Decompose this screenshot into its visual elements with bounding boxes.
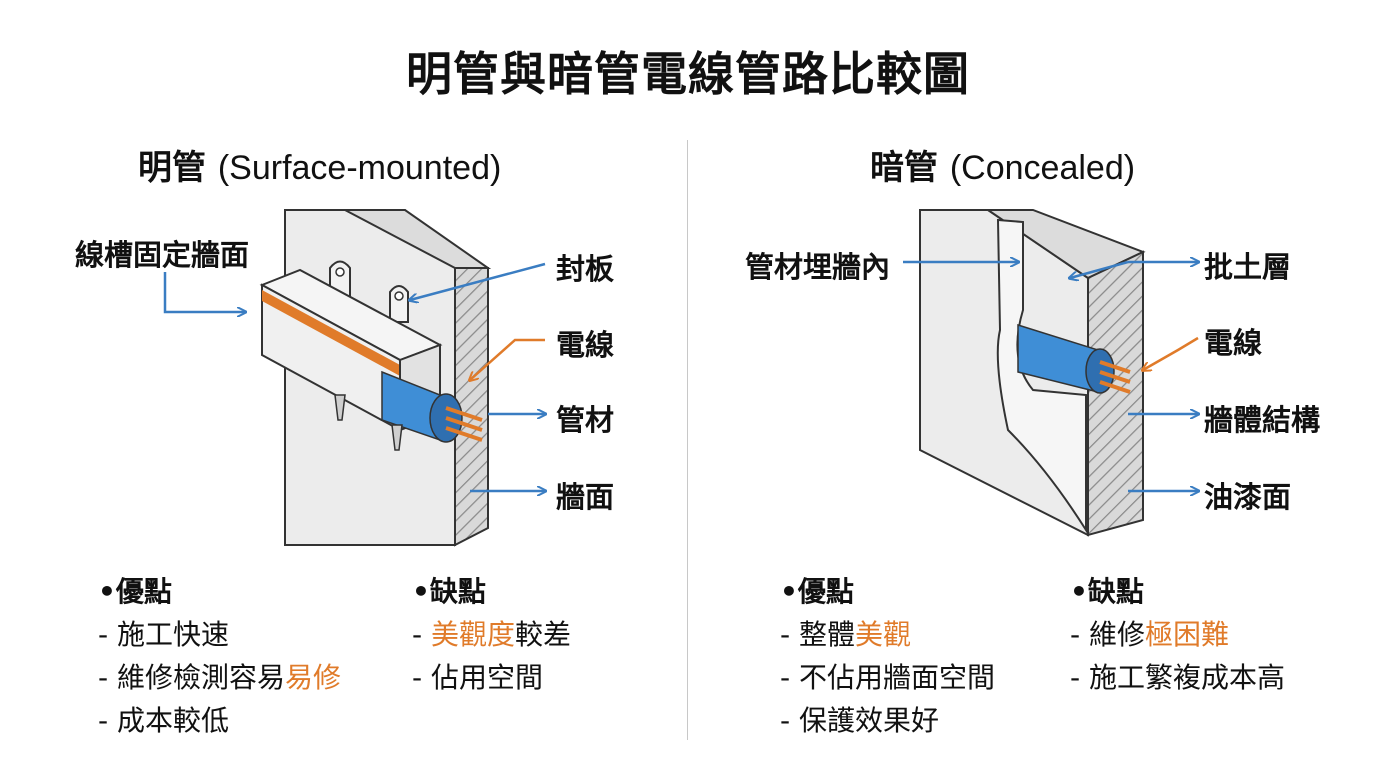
callout-pipe: 管材 (556, 403, 615, 437)
list-item: - 美觀度較差 (412, 618, 572, 651)
surface-heading-cn: 明管 (138, 148, 206, 188)
list-item: - 維修檢測容易易修 (98, 661, 342, 694)
concealed-pros-list: •優點 - 整體美觀 - 不佔用牆面空間 - 保護效果好 (780, 570, 995, 742)
list-item: - 施工繁複成本高 (1070, 661, 1286, 694)
concealed-heading-en: (Concealed) (949, 149, 1136, 187)
arrow-fix-wall (163, 272, 245, 312)
callout-wire: 電線 (556, 328, 615, 362)
callout-concealed-wire: 電線 (1204, 326, 1263, 360)
arrow-cover (410, 262, 546, 300)
list-item: - 佔用空間 (412, 661, 544, 694)
concealed-heading: 暗管 (Concealed) (870, 140, 1135, 189)
list-item: - 成本較低 (98, 704, 230, 737)
callout-cover: 封板 (556, 252, 615, 286)
arrow-concealed-wire (1143, 336, 1199, 370)
concealed-heading-cn: 暗管 (870, 148, 938, 188)
list-item: - 施工快速 (98, 618, 230, 651)
surface-mounted-illustration (163, 209, 688, 547)
list-item: - 維修極困難 (1070, 618, 1230, 651)
list-item: - 整體美觀 (780, 618, 912, 651)
callout-structure: 牆體結構 (1204, 403, 1321, 437)
surface-pros-list: •優點 - 施工快速 - 維修檢測容易易修 - 成本較低 (98, 570, 341, 742)
callout-embedded: 管材埋牆內 (745, 250, 891, 284)
arrow-putty-left (1070, 260, 1129, 278)
concealed-pros-header: •優點 (780, 575, 854, 608)
concealed-cons-list: •缺點 - 維修極困難 - 施工繁複成本高 (1070, 570, 1285, 699)
list-item: - 不佔用牆面空間 (780, 661, 996, 694)
concealed-wall-side (1087, 250, 1144, 537)
concealed-wire-ends (1099, 360, 1131, 394)
surface-cons-header: •缺點 (412, 575, 486, 608)
wall-side (454, 267, 489, 547)
arrow-wire (470, 338, 545, 380)
callout-wall: 牆面 (556, 480, 615, 514)
concealed-cons-header: •缺點 (1070, 575, 1144, 608)
surface-heading-en: (Surface-mounted) (217, 149, 502, 187)
list-item: - 保護效果好 (780, 704, 940, 737)
surface-heading: 明管 (Surface-mounted) (138, 140, 501, 189)
page-title: 明管與暗管電線管路比較圖 (406, 47, 970, 101)
concealed-illustration (903, 209, 1376, 537)
wire-ends (445, 406, 483, 442)
screws (334, 394, 403, 451)
callout-fix-wall: 線槽固定牆面 (75, 238, 250, 272)
callout-putty: 批土層 (1204, 250, 1292, 284)
callout-paint: 油漆面 (1204, 480, 1292, 514)
surface-pros-header: •優點 (98, 575, 172, 608)
wire-strip (262, 290, 400, 376)
center-divider (687, 140, 688, 740)
surface-cons-list: •缺點 - 美觀度較差 - 佔用空間 (412, 570, 571, 699)
